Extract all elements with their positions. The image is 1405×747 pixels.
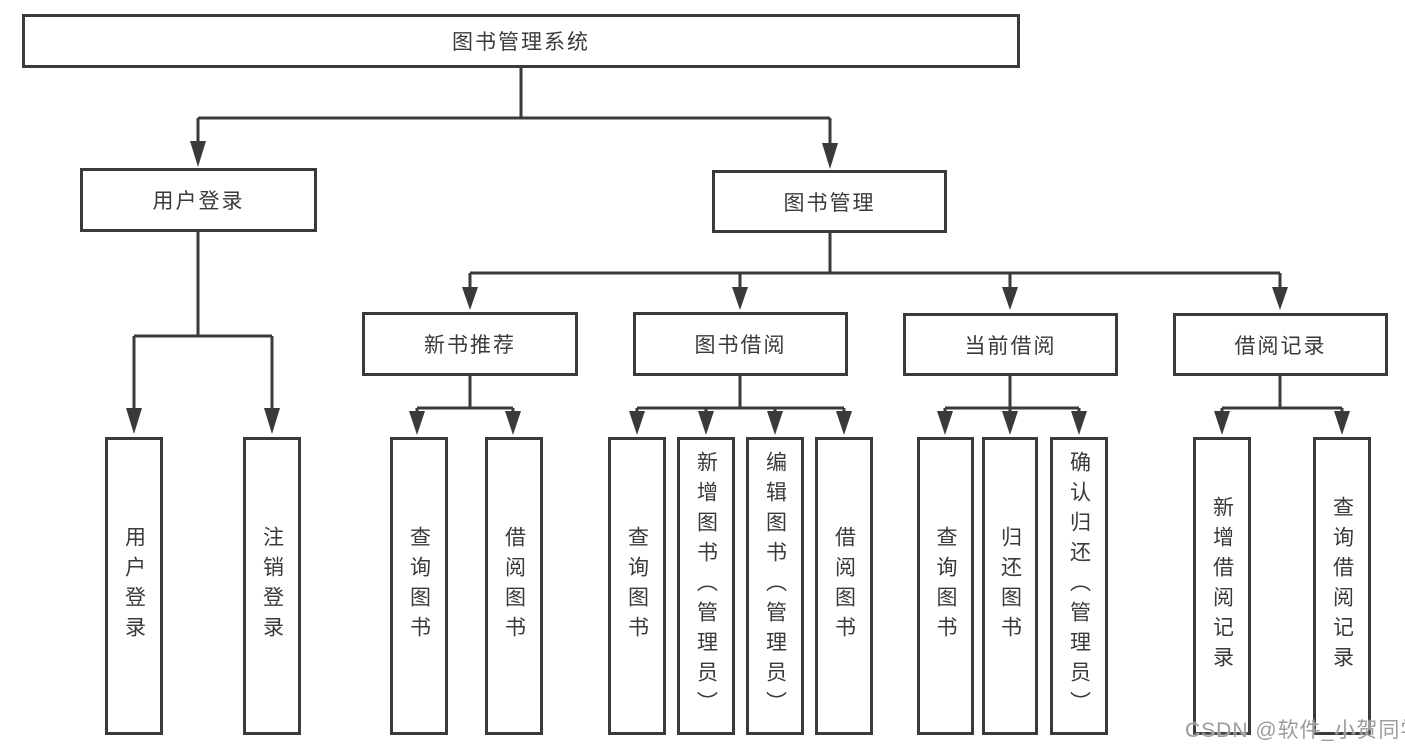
leaf-query-borrow-record: 查询借阅记录 <box>1313 437 1371 735</box>
leaf-borrow-books-borrowing: 借阅图书 <box>815 437 873 735</box>
leaf-query-books-borrowing: 查询图书 <box>608 437 666 735</box>
csdn-watermark: CSDN @软件_小贺同学 <box>1185 719 1405 742</box>
leaf-label: 注销登录 <box>260 526 284 646</box>
leaf-label: 确认归还（管理员） <box>1067 451 1091 721</box>
leaf-query-books-recommend: 查询图书 <box>390 437 448 735</box>
leaf-label: 归还图书 <box>998 526 1022 646</box>
node-current-borrowing: 当前借阅 <box>903 313 1118 376</box>
leaf-borrow-books-recommend: 借阅图书 <box>485 437 543 735</box>
node-library-management-system: 图书管理系统 <box>22 14 1020 68</box>
leaf-edit-books-admin: 编辑图书（管理员） <box>746 437 804 735</box>
leaf-query-books-current: 查询图书 <box>917 437 974 735</box>
node-borrowing-records: 借阅记录 <box>1173 313 1388 376</box>
leaf-label: 用户登录 <box>122 526 146 646</box>
leaf-label: 新增图书（管理员） <box>694 451 718 721</box>
leaf-label: 借阅图书 <box>502 526 526 646</box>
leaf-add-borrow-record: 新增借阅记录 <box>1193 437 1251 735</box>
leaf-logout: 注销登录 <box>243 437 301 735</box>
leaf-confirm-return-admin: 确认归还（管理员） <box>1050 437 1108 735</box>
node-user-login: 用户登录 <box>80 168 317 232</box>
leaf-add-books-admin: 新增图书（管理员） <box>677 437 735 735</box>
leaf-user-login: 用户登录 <box>105 437 163 735</box>
leaf-label: 查询图书 <box>407 526 431 646</box>
leaf-label: 查询图书 <box>625 526 649 646</box>
leaf-label: 借阅图书 <box>832 526 856 646</box>
leaf-label: 编辑图书（管理员） <box>763 451 787 721</box>
node-book-management: 图书管理 <box>712 170 947 233</box>
leaf-label: 查询借阅记录 <box>1330 496 1354 676</box>
leaf-return-books: 归还图书 <box>982 437 1038 735</box>
node-new-book-recommendation: 新书推荐 <box>362 312 578 376</box>
leaf-label: 新增借阅记录 <box>1210 496 1234 676</box>
leaf-label: 查询图书 <box>934 526 957 646</box>
node-book-borrowing: 图书借阅 <box>633 312 848 376</box>
